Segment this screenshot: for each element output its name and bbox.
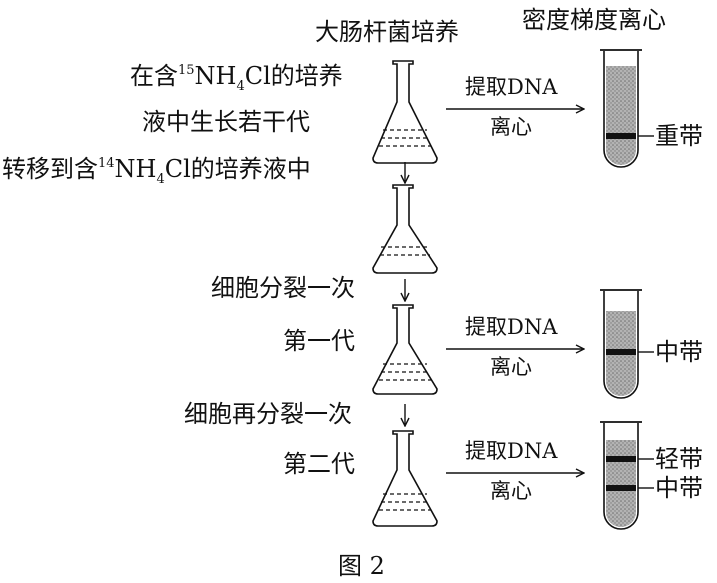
figure-caption: 图 2 — [338, 552, 385, 580]
extract-label-2: 提取DNA — [465, 315, 558, 339]
middle-band-label-gen2: 中带 — [655, 474, 703, 502]
initial-line2: 液中生长若干代 — [142, 108, 310, 136]
extract-label-1: 提取DNA — [465, 75, 558, 99]
division-1-label: 细胞分裂一次 — [211, 274, 355, 302]
tube-gen1 — [600, 289, 642, 399]
initial-line1: 在含15NH4Cl的培养 — [130, 62, 343, 94]
centrifuge-label-2: 离心 — [490, 355, 532, 379]
light-band-label: 轻带 — [655, 445, 703, 473]
middle-band-label-gen1: 中带 — [655, 338, 703, 366]
gen2-label: 第二代 — [283, 450, 355, 478]
heavy-band-label: 重带 — [655, 122, 703, 150]
middle-band-gen1 — [606, 349, 636, 355]
tube-gen2 — [600, 421, 642, 530]
light-band-gen2 — [606, 456, 636, 462]
gen1-label: 第一代 — [283, 327, 355, 355]
tube-initial — [600, 49, 642, 168]
tube-header: 密度梯度离心 — [522, 6, 666, 34]
heavy-band — [606, 133, 636, 139]
top-label: 大肠杆菌培养 — [315, 18, 459, 46]
transfer-label: 转移到含14NH4Cl的培养液中 — [2, 155, 311, 187]
middle-band-gen2 — [606, 485, 636, 491]
flask-initial — [372, 60, 438, 164]
extract-label-3: 提取DNA — [465, 439, 558, 463]
division-2-label: 细胞再分裂一次 — [184, 400, 352, 428]
flask-gen1 — [372, 304, 438, 395]
centrifuge-label-3: 离心 — [490, 479, 532, 503]
centrifuge-label-1: 离心 — [490, 115, 532, 139]
flask-transferred — [372, 184, 438, 274]
flask-gen2 — [372, 430, 438, 527]
